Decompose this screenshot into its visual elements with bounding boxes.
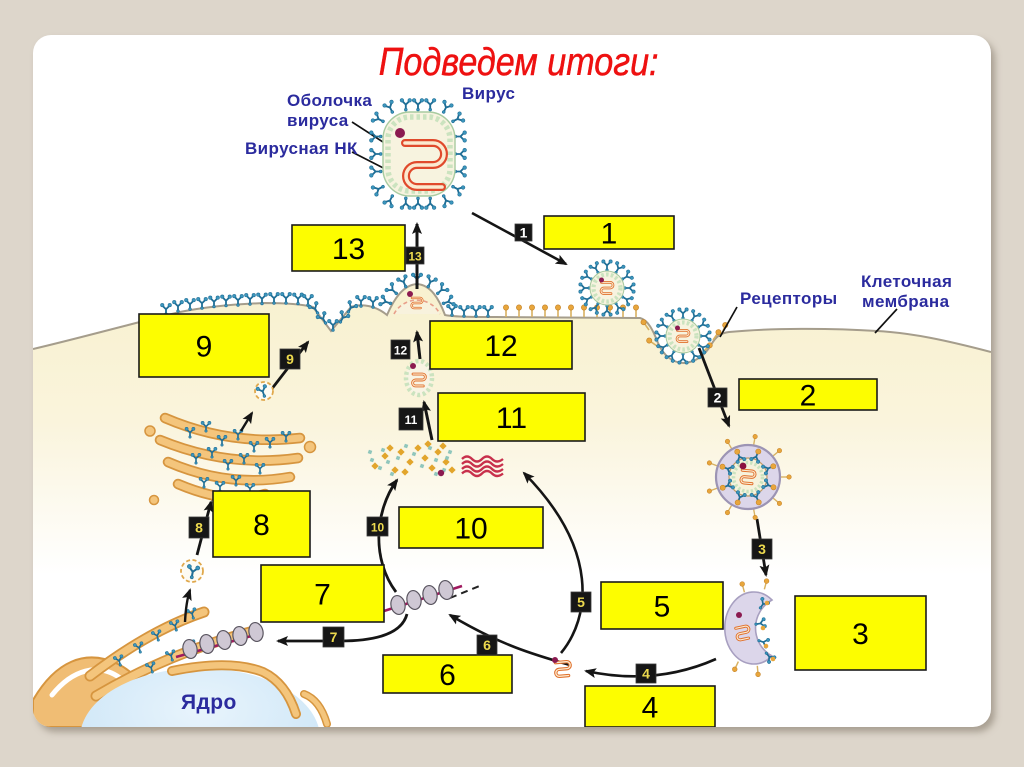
svg-text:3: 3 [852,618,869,651]
svg-text:10: 10 [371,521,385,535]
svg-text:1: 1 [601,218,618,251]
svg-text:12: 12 [484,330,517,363]
svg-text:Рецепторы: Рецепторы [740,289,838,308]
svg-text:11: 11 [405,413,418,427]
svg-text:8: 8 [253,509,270,542]
svg-text:5: 5 [654,591,671,624]
svg-text:Клеточная: Клеточная [861,272,952,291]
svg-text:13: 13 [332,233,365,266]
svg-text:6: 6 [439,659,456,692]
svg-text:10: 10 [454,513,487,546]
svg-text:Вирусная НК: Вирусная НК [245,139,358,158]
svg-text:мембрана: мембрана [862,292,950,311]
svg-text:3: 3 [758,541,766,557]
svg-text:6: 6 [483,637,491,653]
svg-text:12: 12 [394,344,408,358]
svg-text:13: 13 [408,250,422,264]
svg-text:1: 1 [520,225,528,241]
svg-text:8: 8 [195,520,203,536]
svg-text:9: 9 [286,351,294,367]
svg-text:5: 5 [577,594,585,610]
svg-text:7: 7 [330,629,338,645]
svg-text:Ядро: Ядро [181,691,237,714]
svg-text:2: 2 [714,390,722,406]
svg-text:2: 2 [800,380,817,413]
svg-text:4: 4 [642,666,650,682]
svg-text:7: 7 [314,579,331,612]
svg-text:9: 9 [196,331,213,364]
svg-text:4: 4 [642,692,659,725]
svg-text:11: 11 [496,402,527,435]
svg-text:Оболочка: Оболочка [287,91,372,110]
svg-text:Вирус: Вирус [462,84,515,103]
svg-text:вируса: вируса [287,111,349,130]
